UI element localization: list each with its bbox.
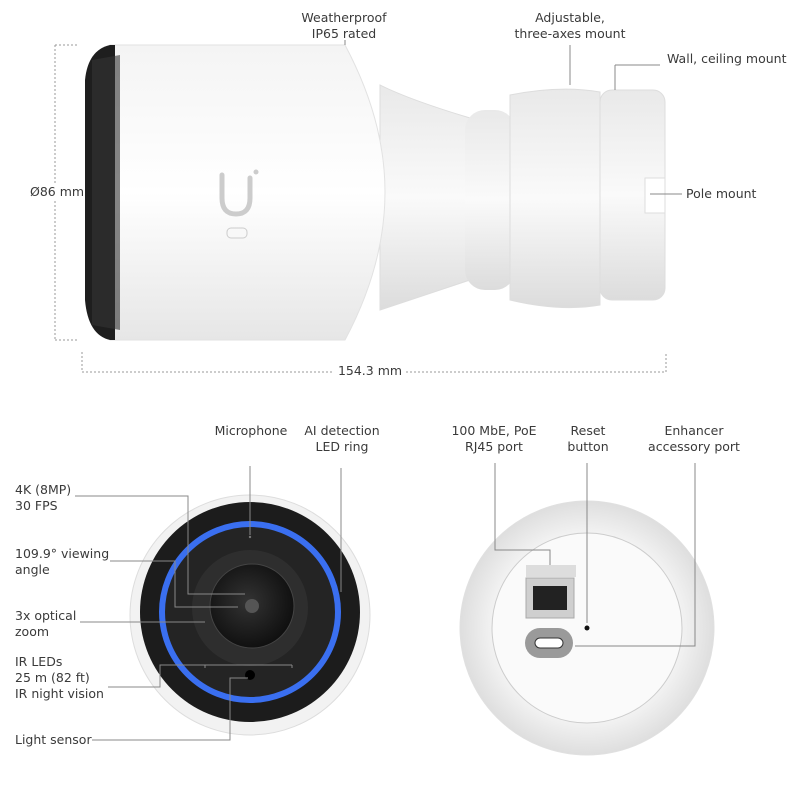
back-leader-lines	[494, 463, 696, 647]
label-reset-button: Reset button	[567, 423, 609, 454]
label-length: 154.3 mm	[333, 363, 407, 379]
side-leader-lines	[344, 40, 682, 195]
label-pole-mount: Pole mount	[686, 186, 757, 201]
label-light-sensor: Light sensor	[15, 732, 92, 747]
label-optical-zoom: 3x optical zoom	[15, 608, 77, 639]
label-resolution: 4K (8MP) 30 FPS	[15, 482, 72, 513]
label-adjustable-mount: Adjustable, three-axes mount	[514, 10, 626, 41]
label-enhancer-port: Enhancer accessory port	[648, 423, 740, 454]
usb-c-port	[534, 637, 564, 649]
label-weatherproof: Weatherproof IP65 rated	[301, 10, 387, 41]
label-wall-ceiling-mount: Wall, ceiling mount	[667, 51, 787, 66]
camera-front-view	[129, 494, 371, 736]
label-led-ring: AI detection LED ring	[304, 423, 380, 454]
label-diameter: Ø86 mm	[30, 184, 85, 200]
camera-side-view	[85, 44, 666, 341]
label-microphone: Microphone	[214, 423, 288, 438]
ubiquiti-logo	[219, 172, 253, 217]
camera-back-view	[459, 500, 715, 756]
label-ir-leds: IR LEDs 25 m (82 ft) IR night vision	[15, 654, 104, 701]
front-leader-lines	[75, 466, 342, 741]
reset-button	[584, 625, 590, 631]
label-viewing-angle: 109.9° viewing angle	[15, 546, 110, 577]
label-rj45-port: 100 MbE, PoE RJ45 port	[451, 423, 537, 454]
